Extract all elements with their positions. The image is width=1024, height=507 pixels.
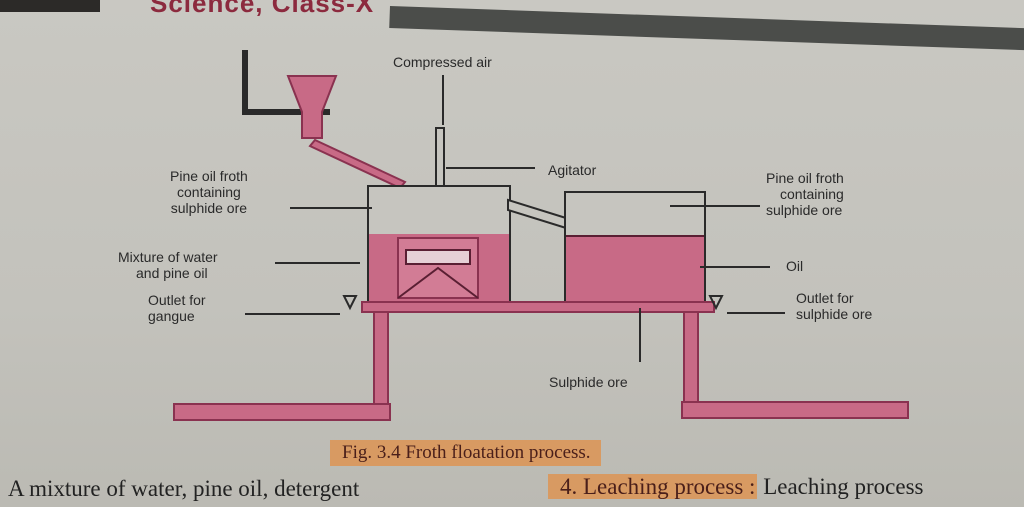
label-line: Pine oil froth [766, 170, 844, 186]
figure-caption: Fig. 3.4 Froth floatation process. [330, 440, 601, 466]
right-base [681, 401, 909, 419]
label-line: sulphide ore [766, 202, 843, 218]
label-froth-right: Pine oil froth containing sulphide ore [766, 170, 844, 218]
funnel [286, 75, 338, 139]
connecting-pipe [507, 198, 567, 230]
impeller [405, 249, 471, 265]
label-line: Pine oil froth [170, 168, 248, 184]
label-line: sulphide ore [796, 306, 873, 322]
gangue-outlet-valve [342, 295, 358, 311]
left-base [173, 403, 391, 421]
body-text-right: 4. Leaching process : Leaching process [548, 474, 923, 500]
sulphide-outlet-valve [708, 295, 724, 311]
label-agitator: Agitator [548, 162, 597, 178]
label-outlet-sulphide: Outlet for sulphide ore [796, 290, 872, 322]
left-leg [373, 311, 389, 405]
label-compressed-air: Compressed air [393, 54, 492, 70]
header-dark-bar [0, 0, 100, 12]
right-tank-liquid [566, 236, 704, 303]
label-line: Outlet for [148, 292, 206, 308]
right-leg [683, 311, 699, 405]
label-mixture: Mixture of water and pine oil [118, 249, 218, 281]
leaching-text: Leaching process [757, 474, 924, 499]
label-line: Outlet for [796, 290, 854, 306]
label-sulphide-ore: Sulphide ore [549, 374, 628, 390]
label-oil: Oil [786, 258, 804, 274]
chute [308, 138, 407, 190]
label-line: containing [177, 184, 241, 200]
platform [361, 301, 715, 313]
leaching-heading: 4. Leaching process : [548, 474, 758, 499]
label-outlet-gangue: Outlet for gangue [148, 292, 206, 324]
label-line: containing [780, 186, 844, 202]
label-line: sulphide ore [170, 200, 248, 216]
body-text-left: A mixture of water, pine oil, detergent [8, 476, 360, 501]
label-line: gangue [148, 308, 195, 324]
header-title: Science, Class-X [150, 0, 375, 18]
label-line: Mixture of water [118, 249, 218, 265]
label-line: and pine oil [136, 265, 208, 281]
label-froth-left: Pine oil froth containing sulphide ore [170, 168, 248, 216]
